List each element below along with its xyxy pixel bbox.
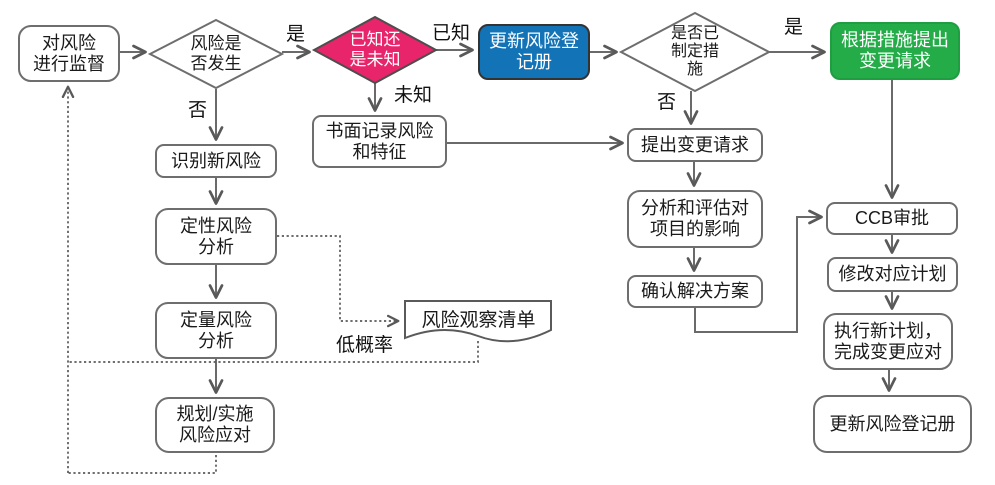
node-confirm-solution: 确认解决方案 (627, 275, 763, 308)
risk-occurred-diamond (147, 18, 285, 90)
node-plan-implement-response: 规划/实施 风险应对 (155, 397, 275, 453)
node-change-request-from-measures: 根据措施提出 变更请求 (830, 22, 960, 80)
edge-plan-response-return (68, 455, 217, 474)
node-update-risk-register: 更新风险登 记册 (478, 24, 590, 80)
edge-watchlist-return (68, 341, 479, 363)
known-unknown-diamond (311, 15, 439, 85)
node-watch-list-label: 风险观察清单 (421, 309, 536, 331)
edge-label-low-probability: 低概率 (336, 335, 394, 356)
node-submit-change-request: 提出变更请求 (627, 128, 763, 162)
node-monitor-risks: 对风险 进行监督 (18, 25, 120, 82)
watch-list-document-shape (404, 300, 552, 343)
node-update-register-final: 更新风险登记册 (813, 395, 972, 453)
edge-label-unknown: 未知 (394, 85, 433, 106)
edge-label-yes-2: 是 (784, 17, 804, 38)
edge-label-yes-1: 是 (286, 24, 306, 45)
node-identify-new-risk: 识别新风险 (155, 144, 277, 178)
node-known-or-unknown-label: 已知还 是未知 (349, 30, 401, 69)
node-quantitative-analysis: 定量风险 分析 (155, 302, 277, 359)
edge-confirm-to-ccb (694, 209, 823, 333)
node-analyze-impact: 分析和评估对 项目的影响 (627, 190, 763, 248)
dotted-edges (61, 85, 479, 474)
edge-label-known: 已知 (432, 23, 471, 44)
node-risk-occurred-label: 风险是 否发生 (190, 34, 242, 73)
node-modify-plan: 修改对应计划 (827, 257, 958, 292)
edge-qualitative-to-watchlist (277, 235, 400, 328)
node-document-risk: 书面记录风险 和特征 (312, 115, 447, 168)
node-qualitative-analysis: 定性风险 分析 (155, 208, 277, 265)
edge-label-no-1: 否 (188, 100, 208, 121)
node-measures-defined-label: 是否已 制定措 施 (670, 25, 719, 78)
node-execute-new-plan: 执行新计划， 完成变更应对 (823, 313, 953, 370)
node-ccb-approval: CCB审批 (826, 202, 958, 235)
solid-edges (120, 42, 900, 394)
measures-defined-diamond (618, 11, 772, 93)
edge-label-no-2: 否 (657, 92, 677, 113)
